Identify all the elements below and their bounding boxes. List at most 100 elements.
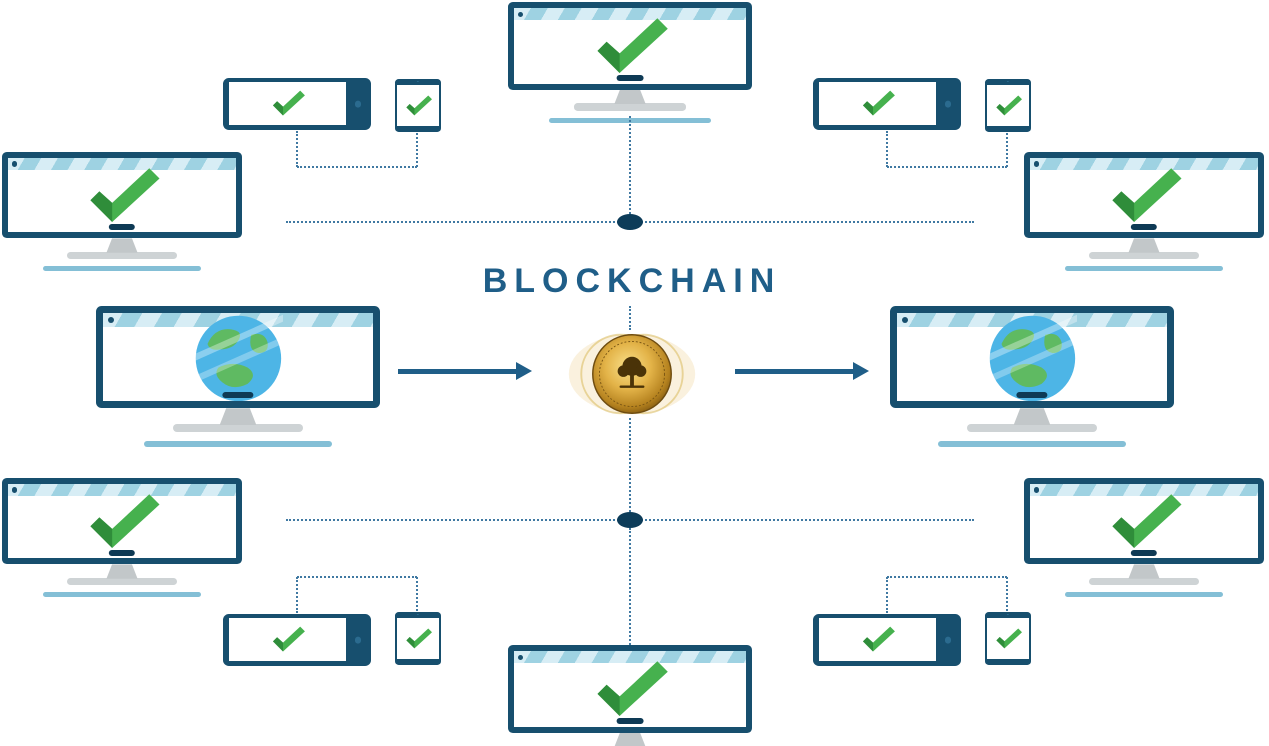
camera-dot-icon [517, 11, 524, 17]
monitor-shadow [1064, 591, 1224, 598]
monitor-left-bottom [2, 478, 242, 598]
camera-dot-icon [11, 161, 18, 167]
monitor-screen [1024, 478, 1264, 565]
speaker-icon [416, 614, 420, 616]
monitor-display [8, 484, 236, 559]
link-bottom-right [887, 576, 1007, 578]
tablet-top-right [813, 78, 961, 130]
monitor-shadow [42, 265, 202, 272]
monitor-screen [96, 306, 380, 409]
phone-body [395, 612, 441, 666]
monitor-stand [1128, 564, 1160, 579]
monitor-stand [1013, 408, 1051, 426]
monitor-notch [108, 550, 136, 556]
monitor-stand [219, 408, 257, 426]
checkmark-icon [272, 90, 305, 116]
checkmark-icon [597, 661, 668, 716]
checkmark-icon [597, 18, 668, 73]
tablet-screen [228, 82, 346, 126]
monitor-titlebar [1030, 484, 1258, 496]
arrow-left-to-coin [398, 362, 532, 380]
monitor-screen [890, 306, 1174, 409]
monitor-content [8, 493, 236, 548]
globe-icon [986, 313, 1078, 401]
tablet-body [223, 614, 371, 666]
monitor-notch [222, 391, 254, 399]
coin-icon [568, 333, 696, 415]
camera-dot-icon [107, 317, 114, 324]
monitor-base [1088, 577, 1200, 585]
monitor-titlebar [514, 8, 746, 21]
line-top-vertical [629, 116, 631, 214]
monitor-content [1030, 493, 1258, 548]
link-bottom-left [297, 576, 417, 578]
monitor-display [103, 313, 373, 402]
node-dot-bottom [617, 512, 643, 528]
tablet-body [813, 614, 961, 666]
stub-phone-bottom-left [416, 577, 418, 611]
stub-tablet-top-left [296, 131, 298, 167]
checkmark-icon [89, 493, 160, 548]
monitor-notch [108, 224, 136, 230]
checkmark-icon [996, 628, 1022, 649]
monitor-content [514, 661, 746, 716]
diagram-title: BLOCKCHAIN [482, 262, 782, 300]
monitor-screen [1024, 152, 1264, 239]
monitor-screen [508, 645, 752, 733]
line-coin-to-node [629, 418, 631, 512]
camera-dot-icon [1033, 487, 1040, 493]
phone-body [985, 612, 1031, 666]
monitor-display [1030, 158, 1258, 233]
monitor-titlebar [514, 651, 746, 664]
speaker-icon [416, 81, 420, 83]
line-title-to-coin [629, 306, 631, 330]
stub-phone-bottom-right [1006, 577, 1008, 611]
stub-tablet-bottom-left [296, 577, 298, 613]
monitor-stand [614, 89, 646, 105]
monitor-screen [508, 2, 752, 90]
phone-screen [987, 85, 1029, 126]
monitor-display [514, 8, 746, 84]
checkmark-icon [89, 167, 160, 222]
phone-top-left [395, 79, 441, 133]
checkmark-icon [406, 95, 432, 116]
tablet-body [813, 78, 961, 130]
arrow-shaft [735, 368, 853, 374]
home-button-icon [354, 100, 362, 108]
speaker-icon [1006, 614, 1010, 616]
phone-screen [397, 85, 439, 126]
arrow-head-icon [516, 362, 532, 380]
tablet-bottom-left [223, 614, 371, 666]
phone-screen [397, 618, 439, 659]
monitor-top-center [508, 2, 752, 124]
monitor-titlebar [8, 158, 236, 170]
stub-phone-top-left [416, 133, 418, 167]
camera-dot-icon [1033, 161, 1040, 167]
monitor-notch [616, 75, 644, 82]
tablet-body [223, 78, 371, 130]
checkmark-icon [996, 95, 1022, 116]
monitor-screen [2, 152, 242, 239]
tablet-screen [818, 82, 936, 126]
link-top-right [887, 166, 1007, 168]
monitor-base [1088, 251, 1200, 259]
monitor-stand [1128, 238, 1160, 253]
monitor-base [66, 577, 178, 585]
monitor-content [514, 18, 746, 73]
speaker-icon [1006, 81, 1010, 83]
monitor-display [1030, 484, 1258, 559]
arrow-shaft [398, 368, 516, 374]
monitor-base [172, 423, 304, 433]
monitor-left-top [2, 152, 242, 272]
stub-tablet-top-right [886, 131, 888, 167]
line-bottom-vertical [629, 528, 631, 645]
monitor-base [966, 423, 1098, 433]
monitor-shadow [938, 440, 1126, 448]
monitor-display [514, 651, 746, 727]
checkmark-icon [862, 90, 895, 116]
stub-phone-top-right [1006, 133, 1008, 167]
camera-dot-icon [901, 317, 908, 324]
monitor-content [8, 167, 236, 222]
monitor-display [8, 158, 236, 233]
camera-dot-icon [11, 487, 18, 493]
